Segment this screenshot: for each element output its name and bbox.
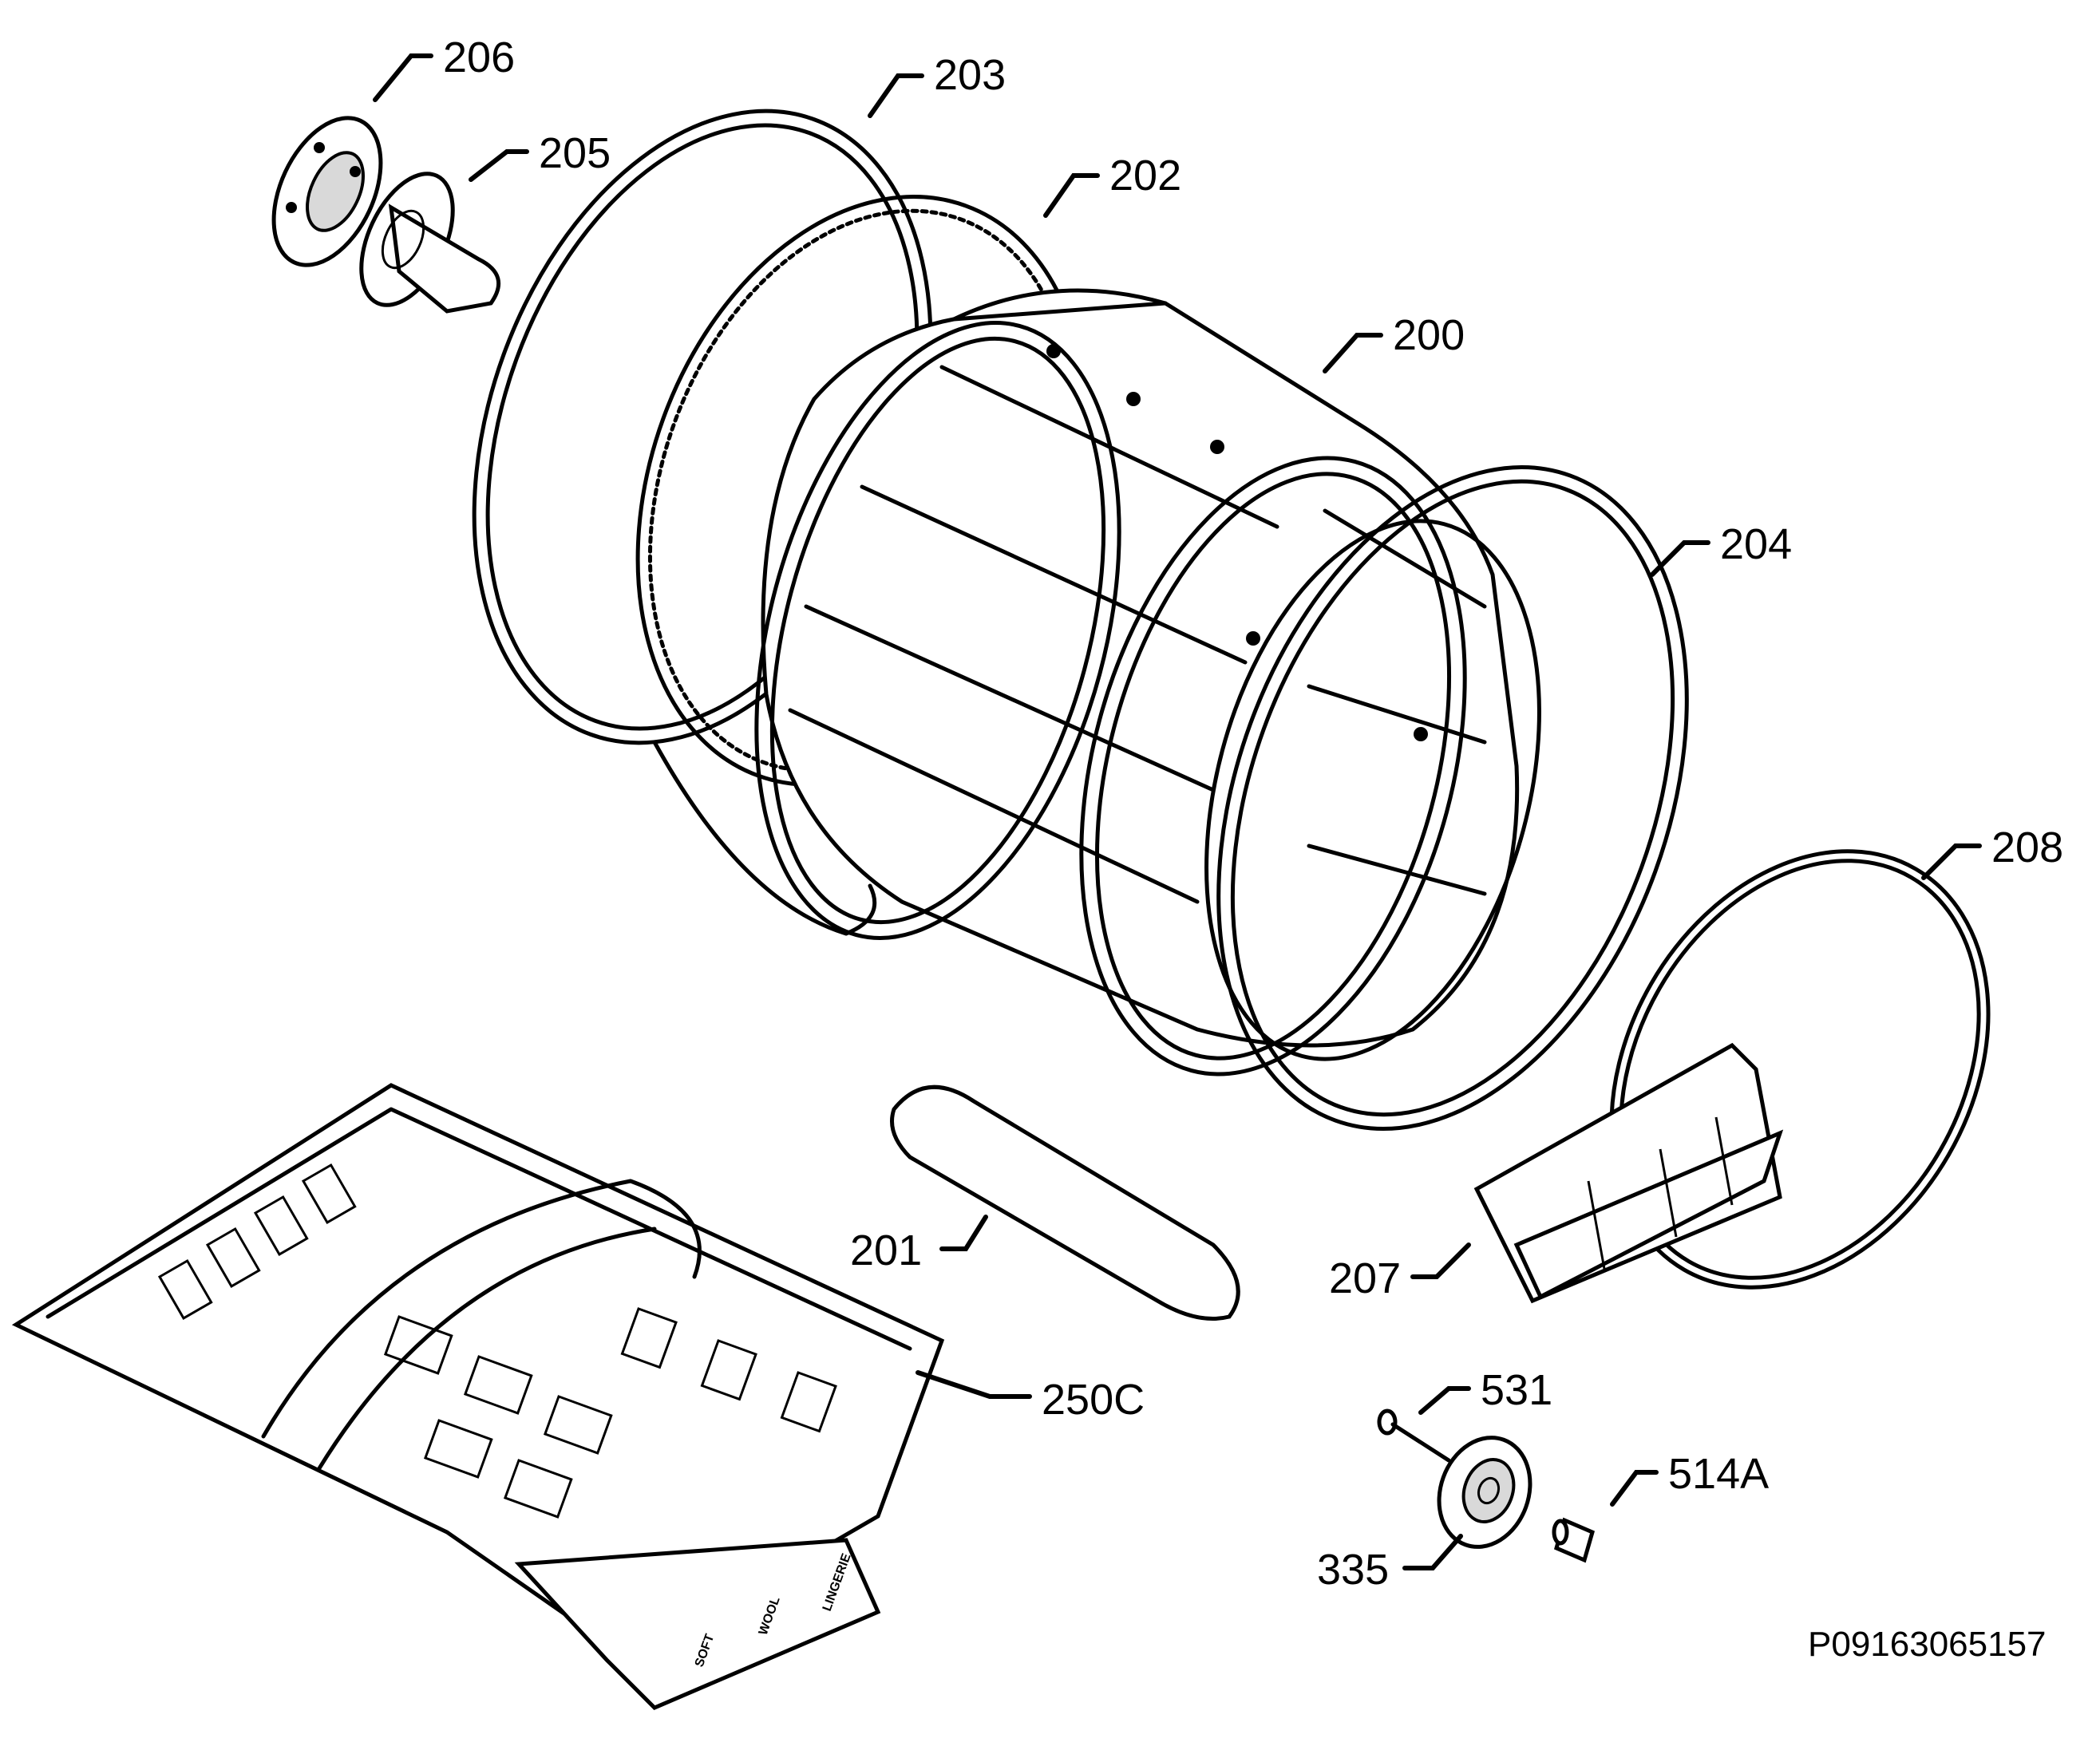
label-250c: 250C bbox=[1042, 1376, 1145, 1424]
part-250c-basket[interactable]: SOFT WOOL LINGERIE bbox=[11, 1083, 945, 1710]
label-200: 200 bbox=[1393, 311, 1465, 359]
part-204-front-ring[interactable] bbox=[1133, 402, 1773, 1195]
basket-grid bbox=[157, 1163, 837, 1519]
part-201-paddle[interactable] bbox=[890, 1084, 1240, 1321]
label-204: 204 bbox=[1720, 520, 1792, 568]
part-208-belt[interactable] bbox=[1536, 783, 2064, 1355]
part-531-screw[interactable] bbox=[1377, 1408, 1451, 1463]
label-203: 203 bbox=[934, 51, 1006, 99]
part-205-shaft[interactable] bbox=[342, 160, 500, 319]
label-205: 205 bbox=[539, 129, 611, 177]
diagram-code: P09163065157 bbox=[1808, 1625, 2047, 1664]
part-514a-pin[interactable] bbox=[1552, 1517, 1596, 1563]
label-202: 202 bbox=[1109, 152, 1181, 199]
label-201: 201 bbox=[850, 1227, 922, 1274]
label-208: 208 bbox=[1991, 824, 2063, 871]
leader-lines bbox=[373, 53, 1982, 1570]
label-514a: 514A bbox=[1668, 1450, 1769, 1498]
part-206-bearing-flange[interactable] bbox=[252, 101, 402, 282]
part-335-wheel[interactable] bbox=[1424, 1424, 1544, 1559]
label-335: 335 bbox=[1317, 1546, 1389, 1594]
part-207-filter[interactable] bbox=[1473, 1042, 1784, 1304]
part-labels: 206 205 203 202 200 204 208 201 207 531 … bbox=[443, 34, 2063, 1664]
part-200-drum[interactable] bbox=[694, 282, 1595, 1117]
label-206: 206 bbox=[443, 34, 515, 81]
label-207: 207 bbox=[1329, 1254, 1401, 1302]
label-531: 531 bbox=[1481, 1366, 1552, 1414]
